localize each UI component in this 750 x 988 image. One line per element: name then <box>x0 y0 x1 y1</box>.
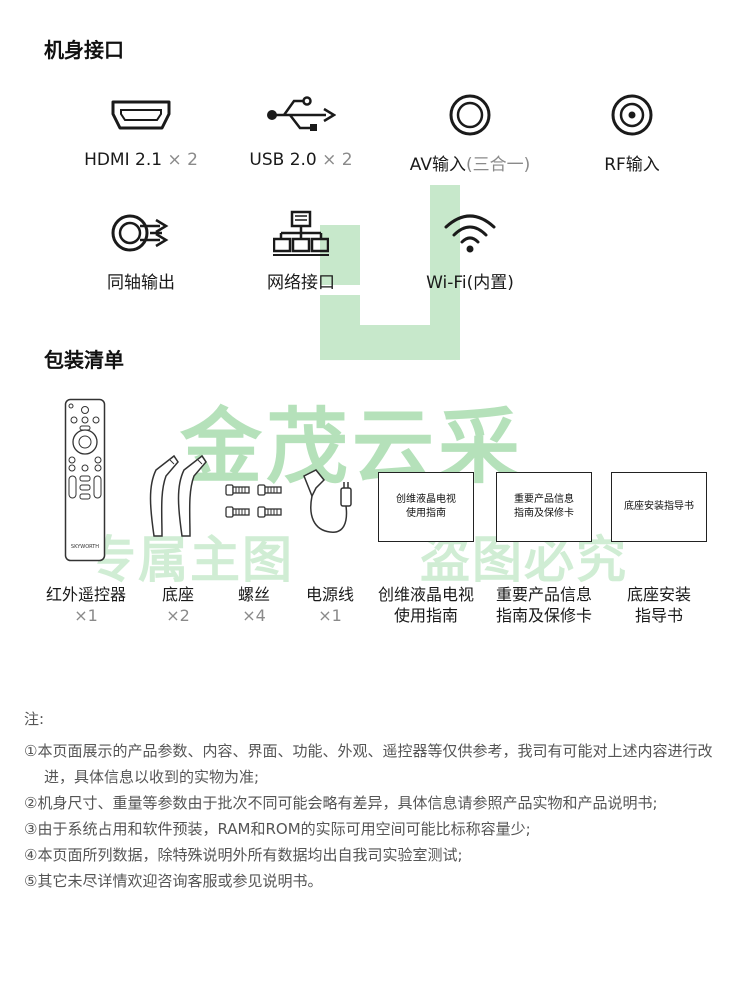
port-hdmi-label: HDMI 2.1 <box>84 150 163 170</box>
port-network: 网络接口 <box>216 208 386 293</box>
note-item: ③由于系统占用和软件预装，RAM和ROM的实际可用空间可能比标称容量少; <box>24 820 531 838</box>
install-guide-cover-text: 底座安装指导书 <box>624 501 694 512</box>
port-av-input: AV输入(三合一) <box>385 90 555 175</box>
notes-section: 注: ①本页面展示的产品参数、内容、界面、功能、外观、遥控器等仅供参考，我司有可… <box>24 706 734 894</box>
port-wifi: Wi-Fi(内置) <box>385 208 555 293</box>
remote-brand-logo: SKYWORTH <box>71 544 99 550</box>
user-guide-cover-line1: 创维液晶电视 <box>396 494 456 505</box>
ports-section-title: 机身接口 <box>44 38 124 62</box>
package-section-title: 包装清单 <box>44 348 124 372</box>
port-usb: USB 2.0 × 2 <box>216 90 386 170</box>
stand-install-booklet: 底座安装指导书 <box>611 472 707 542</box>
network-port-icon <box>216 208 386 258</box>
port-coaxial-label: 同轴输出 <box>107 273 175 293</box>
package-item-remote: 红外遥控器 ×1 <box>45 585 126 625</box>
stand-icon <box>148 448 214 544</box>
package-item-install-guide: 底座安装 指导书 <box>626 585 691 625</box>
port-usb-qty: × 2 <box>322 150 353 170</box>
warranty-cover-line1: 重要产品信息 <box>514 494 574 505</box>
warranty-card-booklet: 重要产品信息指南及保修卡 <box>496 472 592 542</box>
power-cord-icon <box>300 466 358 546</box>
package-item-user-guide: 创维液晶电视 使用指南 <box>377 585 474 625</box>
hdmi-icon <box>56 90 226 140</box>
port-av-label: AV输入 <box>409 155 466 175</box>
port-hdmi-qty: × 2 <box>167 150 198 170</box>
note-item: ①本页面展示的产品参数、内容、界面、功能、外观、遥控器等仅供参考，我司有可能对上… <box>24 742 713 786</box>
notes-heading: 注: <box>24 710 45 728</box>
package-item-warranty-card: 重要产品信息 指南及保修卡 <box>495 585 592 625</box>
port-wifi-label: Wi-Fi(内置) <box>426 273 514 293</box>
av-input-icon <box>385 90 555 140</box>
user-guide-booklet: 创维液晶电视使用指南 <box>378 472 474 542</box>
usb-icon <box>216 90 386 140</box>
package-item-power-cord: 电源线 ×1 <box>305 585 354 625</box>
rf-input-icon <box>547 90 717 140</box>
note-item: ⑤其它未尽详情欢迎咨询客服或参见说明书。 <box>24 872 323 890</box>
warranty-cover-line2: 指南及保修卡 <box>514 508 574 519</box>
coaxial-output-icon <box>56 208 226 258</box>
port-rf-label: RF输入 <box>604 155 660 175</box>
note-item: ④本页面所列数据，除特殊说明外所有数据均出自我司实验室测试; <box>24 846 463 864</box>
port-network-label: 网络接口 <box>267 273 335 293</box>
package-item-screws: 螺丝 ×4 <box>237 585 270 625</box>
screws-icon <box>222 480 288 528</box>
port-hdmi: HDMI 2.1 × 2 <box>56 90 226 170</box>
remote-control-icon: SKYWORTH <box>64 398 106 566</box>
wifi-icon <box>385 208 555 258</box>
port-coaxial-output: 同轴输出 <box>56 208 226 293</box>
package-item-stand: 底座 ×2 <box>161 585 194 625</box>
user-guide-cover-line2: 使用指南 <box>406 508 446 519</box>
note-item: ②机身尺寸、重量等参数由于批次不同可能会略有差异，具体信息请参照产品实物和产品说… <box>24 794 658 812</box>
port-av-note: (三合一) <box>465 155 531 175</box>
port-usb-label: USB 2.0 <box>249 150 317 170</box>
port-rf-input: RF输入 <box>547 90 717 175</box>
